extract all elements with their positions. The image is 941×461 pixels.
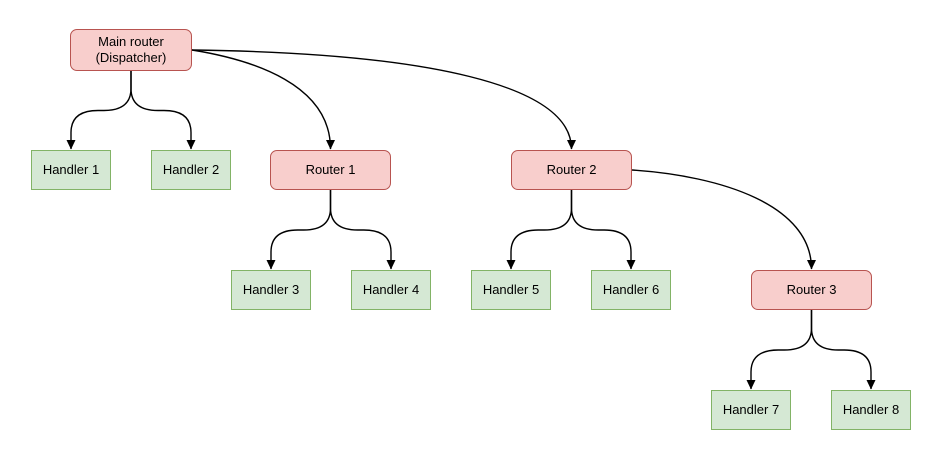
edge-main-router-router-2: [191, 49, 576, 150]
edge-router-1-handler-3: [266, 190, 332, 270]
node-label: Handler 4: [362, 281, 420, 297]
node-handler-2: Handler 2: [151, 150, 231, 190]
node-label: Main router (Dispatcher): [95, 33, 167, 65]
edge-main-router-router-1: [191, 49, 335, 150]
edge-main-router-handler-1: [66, 71, 132, 150]
node-router-2: Router 2: [511, 150, 632, 190]
node-label: Router 3: [786, 281, 837, 297]
node-handler-6: Handler 6: [591, 270, 671, 310]
node-router-1: Router 1: [270, 150, 391, 190]
node-label: Handler 3: [242, 281, 300, 297]
edge-router-3-handler-8: [810, 310, 876, 390]
node-router-3: Router 3: [751, 270, 872, 310]
node-label: Handler 1: [42, 161, 100, 177]
node-handler-1: Handler 1: [31, 150, 111, 190]
node-handler-7: Handler 7: [711, 390, 791, 430]
node-handler-5: Handler 5: [471, 270, 551, 310]
edge-router-2-handler-6: [570, 190, 636, 270]
node-label: Handler 7: [722, 401, 780, 417]
node-label: Handler 8: [842, 401, 900, 417]
node-handler-3: Handler 3: [231, 270, 311, 310]
edge-router-2-handler-5: [506, 190, 573, 270]
edge-router-1-handler-4: [329, 190, 396, 270]
edge-router-3-handler-7: [746, 310, 813, 390]
node-label: Router 2: [546, 161, 597, 177]
node-handler-4: Handler 4: [351, 270, 431, 310]
node-label: Handler 5: [482, 281, 540, 297]
node-label: Handler 6: [602, 281, 660, 297]
edge-main-router-handler-2: [130, 71, 196, 150]
node-label: Router 1: [305, 161, 356, 177]
node-label: Handler 2: [162, 161, 220, 177]
node-handler-8: Handler 8: [831, 390, 911, 430]
edge-router-2-router-3: [631, 169, 816, 270]
node-main-router: Main router (Dispatcher): [70, 29, 192, 71]
